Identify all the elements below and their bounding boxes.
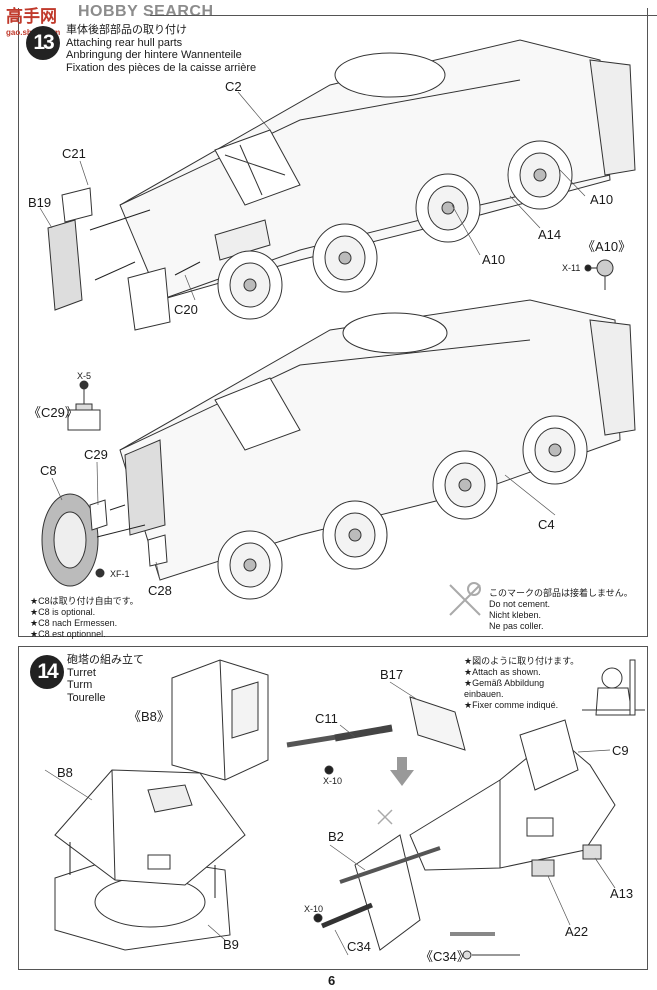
b8-detail-label: 《B8》 bbox=[128, 709, 170, 724]
screw-label-xf1: XF-1 bbox=[110, 569, 130, 579]
part-label-b19: B19 bbox=[28, 195, 52, 210]
part-label-c2: C2 bbox=[225, 79, 242, 94]
part-label-a10-bottom: A10 bbox=[482, 252, 506, 267]
screw-label-x5: X-5 bbox=[77, 371, 92, 381]
part-label-a13: A13 bbox=[610, 886, 634, 901]
part-label-b8: B8 bbox=[57, 765, 73, 780]
header-rule bbox=[150, 15, 657, 16]
part-label-c4: C4 bbox=[538, 517, 555, 532]
screw-label-x11: X-11 bbox=[562, 263, 581, 273]
attach-as-shown-note: ★図のように取り付けます。 ★Attach as shown. ★Gemäß A… bbox=[464, 656, 580, 710]
watermark-logo: 高手网 bbox=[6, 7, 57, 26]
part-label-c34: C34 bbox=[347, 939, 371, 954]
screw-label-x10-c34: X-10 bbox=[304, 904, 324, 914]
title-en: Attaching rear hull parts bbox=[66, 36, 183, 49]
part-label-c29: C29 bbox=[84, 447, 108, 462]
part-label-c8: C8 bbox=[40, 463, 57, 478]
step-14-frame bbox=[18, 646, 648, 970]
no-cement-note: このマークの部品は接着しません。 Do not cement. Nicht kl… bbox=[489, 588, 633, 631]
title-fr: Tourelle bbox=[67, 691, 106, 704]
part-label-c28: C28 bbox=[148, 583, 172, 598]
c8-optional-note: ★C8は取り付け自由です。 ★C8 is optional. ★C8 nach … bbox=[30, 596, 139, 639]
c34-detail-label: 《C34》 bbox=[420, 949, 470, 964]
title-en: Turret bbox=[67, 666, 96, 679]
watermark-brand: HOBBY SEARCH bbox=[78, 3, 214, 20]
title-de: Anbringung der hintere Wannenteile bbox=[66, 49, 242, 61]
part-label-c21: C21 bbox=[62, 146, 86, 161]
part-label-c9: C9 bbox=[612, 743, 629, 758]
part-label-c20: C20 bbox=[174, 302, 198, 317]
title-ja: 車体後部部品の取り付け bbox=[66, 24, 187, 36]
part-label-b2: B2 bbox=[328, 829, 344, 844]
part-label-c11: C11 bbox=[315, 711, 338, 726]
page-number: 6 bbox=[328, 973, 336, 988]
a10-detail-label: 《A10》 bbox=[582, 239, 632, 254]
part-label-b9: B9 bbox=[223, 937, 239, 952]
title-de: Turm bbox=[67, 679, 93, 691]
part-label-a10-right: A10 bbox=[590, 192, 614, 207]
step-14-title: 砲塔の組み立て Turret Turm Tourelle bbox=[67, 654, 144, 704]
part-label-a22: A22 bbox=[565, 924, 589, 939]
step-14-number: 14 bbox=[30, 655, 64, 689]
screw-label-x10-c11: X-10 bbox=[323, 776, 343, 786]
part-label-a14: A14 bbox=[538, 227, 562, 242]
step-13-number: 13 bbox=[26, 26, 60, 60]
part-label-b17: B17 bbox=[380, 667, 404, 682]
c29-detail-label: 《C29》 bbox=[28, 405, 78, 420]
step-13-title: 車体後部部品の取り付け Attaching rear hull parts An… bbox=[66, 24, 256, 74]
step-13-frame bbox=[18, 8, 648, 637]
title-ja: 砲塔の組み立て bbox=[67, 654, 144, 666]
title-fr: Fixation des pièces de la caisse arrière bbox=[66, 61, 257, 74]
